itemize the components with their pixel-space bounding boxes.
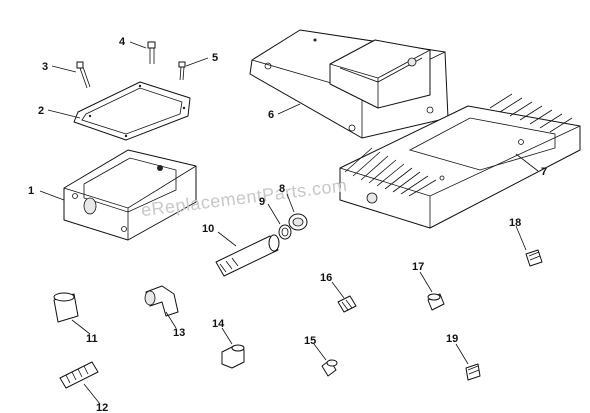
part-1-housing xyxy=(63,149,197,241)
part-15-fitting xyxy=(321,359,338,377)
callout-11: 11 xyxy=(86,333,98,345)
part-3-bolt xyxy=(76,61,91,89)
part-19-plug xyxy=(465,363,481,381)
callout-8: 8 xyxy=(279,183,285,195)
callout-16: 16 xyxy=(320,272,332,284)
part-12-nipple xyxy=(59,361,99,389)
callout-9: 9 xyxy=(259,196,265,208)
part-14-adapter xyxy=(221,344,245,369)
part-2-gasket xyxy=(73,81,191,141)
callout-6: 6 xyxy=(268,109,274,121)
callout-15: 15 xyxy=(304,335,316,347)
callout-1: 1 xyxy=(28,185,34,197)
part-16-plug xyxy=(337,295,357,313)
part-9-washer xyxy=(278,224,292,240)
callout-12: 12 xyxy=(96,402,108,413)
part-5-bolt xyxy=(178,61,186,81)
callout-10: 10 xyxy=(202,223,214,235)
callout-2: 2 xyxy=(38,105,44,117)
callout-19: 19 xyxy=(446,333,458,345)
callout-7: 7 xyxy=(541,166,547,178)
part-6-cover xyxy=(249,29,449,139)
part-13-elbow xyxy=(144,285,179,317)
part-8-plug xyxy=(288,213,308,231)
callout-14: 14 xyxy=(212,318,225,330)
part-18-plug xyxy=(525,249,543,267)
part-17-cap xyxy=(427,293,445,311)
part-7-finned-pan xyxy=(339,93,581,229)
callout-13: 13 xyxy=(173,327,185,339)
callout-5: 5 xyxy=(212,52,218,64)
leader-lines xyxy=(39,41,539,405)
callout-18: 18 xyxy=(509,217,521,229)
callout-3: 3 xyxy=(42,61,48,73)
cooling-fins-left xyxy=(344,147,437,197)
callout-4: 4 xyxy=(119,36,126,48)
part-4-bolt xyxy=(147,41,156,64)
part-10-nipple xyxy=(215,234,280,277)
cooling-fins-right xyxy=(489,93,573,133)
part-11-coupling xyxy=(53,292,79,323)
callout-labels: 1 2 3 4 5 6 7 8 9 10 11 12 13 14 15 16 1… xyxy=(28,36,547,413)
callout-17: 17 xyxy=(412,261,424,273)
